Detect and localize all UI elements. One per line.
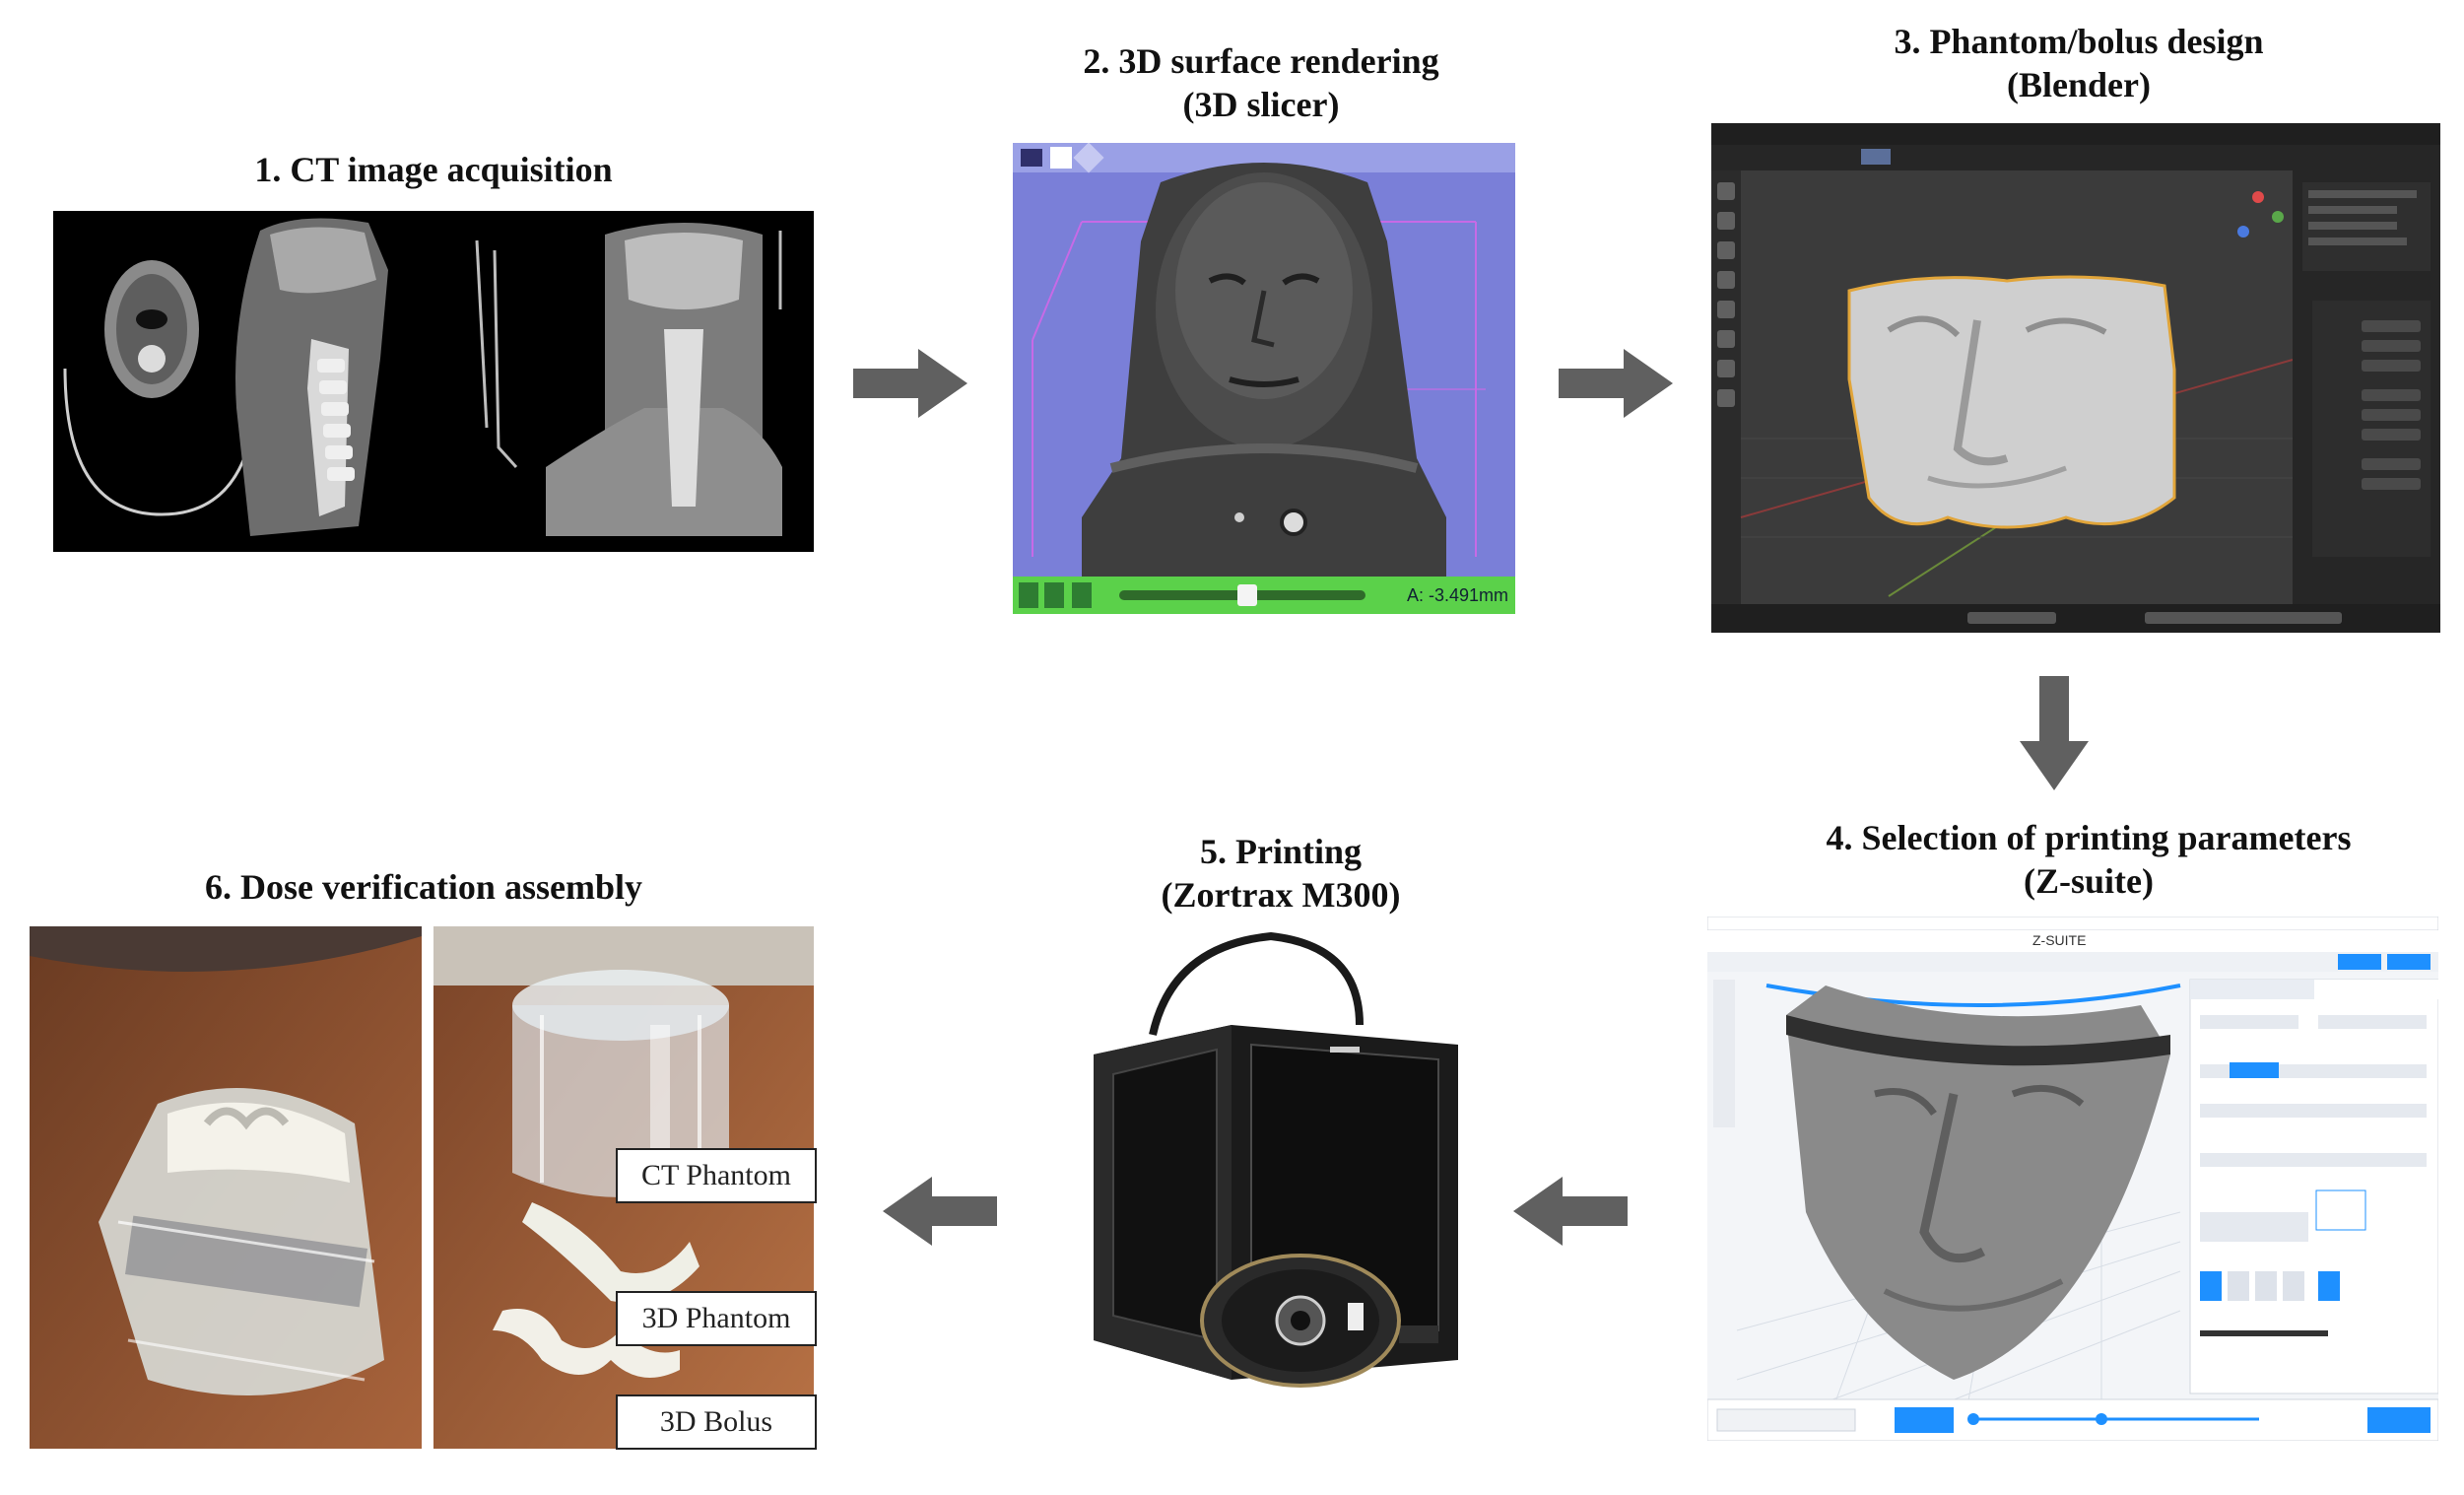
printer-panel	[1074, 926, 1507, 1390]
step-3-title-line2: (Blender)	[2007, 65, 2151, 104]
assembly-photo-left	[30, 926, 422, 1449]
printer-illustration	[1094, 931, 1458, 1388]
step-2-title-line2: (3D slicer)	[1182, 85, 1340, 124]
arrow-step5-to-step6	[883, 1177, 997, 1246]
arrow-step3-to-step4	[2020, 676, 2089, 790]
arrow-step4-to-step5	[1513, 1177, 1628, 1246]
slicer-panel: A: -3.491mm	[1013, 143, 1515, 614]
step-5-title: 5. Printing (Zortrax M300)	[1064, 830, 1498, 917]
step-5-title-line2: (Zortrax M300)	[1161, 875, 1401, 915]
assembly-left-illustration	[30, 926, 422, 1449]
step-4-title-line2: (Z-suite)	[2024, 861, 2154, 901]
ct-images-panel	[53, 211, 814, 552]
step-6-title: 6. Dose verification assembly	[205, 867, 642, 907]
zsuite-panel: Z-SUITE	[1707, 917, 2438, 1441]
arrow-step1-to-step2	[853, 349, 967, 418]
step-2-title: 2. 3D surface rendering (3D slicer)	[985, 39, 1537, 126]
slicer-illustration	[1013, 143, 1515, 614]
step-4-title-line1: 4. Selection of printing parameters	[1826, 818, 2352, 857]
step-4-title: 4. Selection of printing parameters (Z-s…	[1754, 816, 2424, 903]
step-2-title-line1: 2. 3D surface rendering	[1083, 41, 1439, 81]
step-3-title: 3. Phantom/bolus design (Blender)	[1783, 20, 2374, 106]
blender-panel	[1711, 123, 2440, 633]
step-5-title-line1: 5. Printing	[1199, 832, 1362, 871]
arrow-step2-to-step3	[1559, 349, 1673, 418]
step-1-title: 1. CT image acquisition	[254, 150, 613, 189]
slice-offset-readout: A: -3.491mm	[1407, 585, 1509, 605]
zsuite-app-title: Z-SUITE	[2032, 932, 2087, 948]
3d-phantom-label: 3D Phantom	[616, 1291, 817, 1346]
3d-bolus-label: 3D Bolus	[616, 1394, 817, 1450]
zsuite-illustration	[1707, 917, 2438, 1441]
step-3-title-line1: 3. Phantom/bolus design	[1894, 22, 2264, 61]
blender-illustration	[1711, 123, 2440, 633]
ct-images-illustration	[53, 211, 814, 552]
ct-phantom-label: CT Phantom	[616, 1148, 817, 1203]
